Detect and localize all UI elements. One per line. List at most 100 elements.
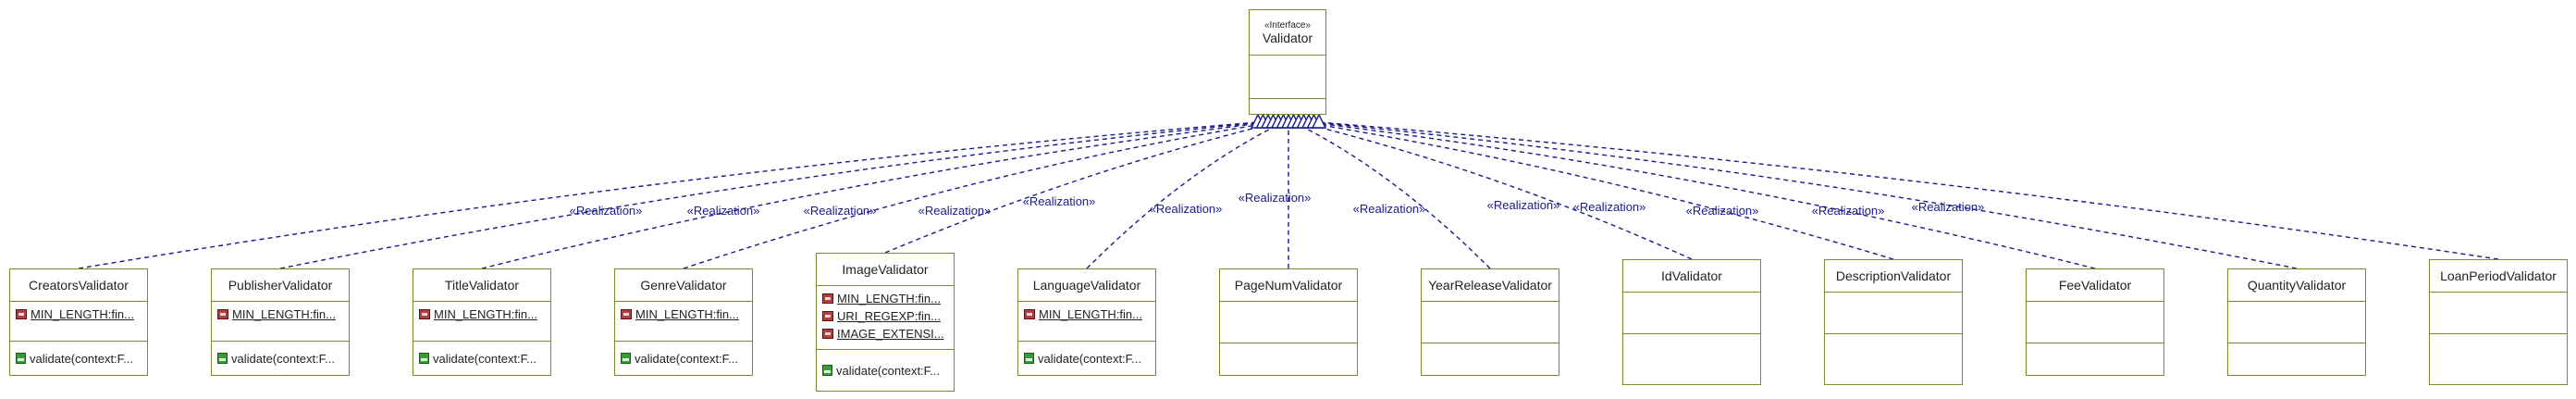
- static-field-icon: [1024, 309, 1035, 319]
- static-field-icon: [822, 329, 833, 339]
- public-method-icon: [16, 353, 26, 364]
- class-operations: [2430, 334, 2567, 384]
- class-box[interactable]: DescriptionValidator: [1824, 259, 1963, 385]
- operation-text: validate(context:F...: [635, 351, 738, 366]
- class-attributes: [2228, 302, 2365, 343]
- static-field-icon: [621, 309, 632, 319]
- class-operations: [1220, 343, 1357, 375]
- class-box[interactable]: LoanPeriodValidator: [2429, 259, 2568, 385]
- class-attributes: [2027, 302, 2163, 343]
- operation-row[interactable]: validate(context:F...: [1024, 350, 1150, 368]
- interface-name: Validator: [1262, 30, 1313, 45]
- class-name: DescriptionValidator: [1835, 268, 1952, 283]
- class-operations: validate(context:F...: [817, 350, 954, 391]
- static-field-icon: [16, 309, 27, 319]
- realization-edge: [1318, 121, 2499, 260]
- static-field-icon: [419, 309, 430, 319]
- attribute-text: MIN_LENGTH:fin...: [31, 307, 134, 321]
- class-operations: [2228, 343, 2365, 375]
- attribute-row[interactable]: MIN_LENGTH:fin...: [419, 305, 545, 323]
- attribute-text: IMAGE_EXTENSI...: [837, 327, 944, 341]
- static-field-icon: [217, 309, 228, 319]
- class-header: TitleValidator: [413, 269, 550, 302]
- class-attributes: MIN_LENGTH:fin...URI_REGEXP:fin... IMAGE_…: [817, 286, 954, 350]
- attribute-row[interactable]: MIN_LENGTH:fin...: [1024, 305, 1150, 323]
- class-attributes: MIN_LENGTH:fin...: [615, 302, 752, 342]
- operation-text: validate(context:F...: [836, 363, 940, 378]
- realization-label: «Realization»: [1023, 194, 1096, 208]
- realization-label: «Realization»: [1353, 202, 1426, 216]
- class-attributes: [2430, 293, 2567, 334]
- realization-label: «Realization»: [1686, 204, 1759, 218]
- class-box[interactable]: QuantityValidator: [2227, 268, 2366, 376]
- public-method-icon: [1024, 353, 1034, 364]
- realization-label: «Realization»: [1812, 204, 1885, 218]
- realization-edge: [279, 121, 1263, 269]
- class-operations: validate(context:F...: [212, 342, 349, 375]
- class-operations: [1825, 334, 1962, 384]
- class-box[interactable]: YearReleaseValidator: [1421, 268, 1559, 376]
- class-box[interactable]: IdValidator: [1622, 259, 1761, 385]
- class-attributes: MIN_LENGTH:fin...: [10, 302, 147, 342]
- class-header: PublisherValidator: [212, 269, 349, 302]
- operation-row[interactable]: validate(context:F...: [822, 362, 948, 380]
- realization-edge: [1086, 121, 1284, 269]
- attribute-row[interactable]: MIN_LENGTH:fin...: [822, 290, 948, 307]
- operation-row[interactable]: validate(context:F...: [16, 350, 142, 368]
- attribute-row[interactable]: MIN_LENGTH:fin...: [16, 305, 142, 323]
- realization-edge: [481, 121, 1269, 269]
- realization-edge: [1303, 121, 1894, 260]
- class-box[interactable]: PageNumValidator: [1219, 268, 1358, 376]
- class-name: LanguageValidator: [1032, 278, 1141, 293]
- attribute-row[interactable]: IMAGE_EXTENSI...: [822, 325, 948, 343]
- realization-edge: [1313, 121, 2298, 269]
- interface-attributes: [1250, 56, 1325, 99]
- operation-row[interactable]: validate(context:F...: [621, 350, 746, 368]
- attribute-row[interactable]: URI_REGEXP:fin...: [822, 307, 948, 325]
- realization-label: «Realization»: [1239, 191, 1312, 205]
- class-name: LoanPeriodValidator: [2440, 268, 2557, 283]
- operation-row[interactable]: validate(context:F...: [419, 350, 545, 368]
- realization-label: «Realization»: [804, 204, 877, 218]
- realization-arrowhead: [1311, 113, 1327, 129]
- realization-label: «Realization»: [570, 204, 643, 218]
- attribute-text: MIN_LENGTH:fin...: [635, 307, 739, 321]
- class-header: CreatorsValidator: [10, 269, 147, 302]
- class-operations: validate(context:F...: [10, 342, 147, 375]
- class-header: DescriptionValidator: [1825, 260, 1962, 293]
- class-name: YearReleaseValidator: [1428, 278, 1552, 293]
- realization-edge: [1308, 121, 2096, 269]
- attribute-text: MIN_LENGTH:fin...: [232, 307, 336, 321]
- class-box[interactable]: FeeValidator: [2026, 268, 2164, 376]
- public-method-icon: [217, 353, 228, 364]
- realization-edge: [683, 121, 1274, 269]
- class-header: LanguageValidator: [1018, 269, 1155, 302]
- class-attributes: [1623, 293, 1760, 334]
- class-attributes: MIN_LENGTH:fin...: [1018, 302, 1155, 342]
- class-header: PageNumValidator: [1220, 269, 1357, 302]
- operation-text: validate(context:F...: [231, 351, 335, 366]
- operation-row[interactable]: validate(context:F...: [217, 350, 343, 368]
- realization-edge: [884, 121, 1279, 254]
- interface-header: «Interface» Validator: [1250, 10, 1325, 56]
- class-operations: validate(context:F...: [615, 342, 752, 375]
- attribute-row[interactable]: MIN_LENGTH:fin...: [621, 305, 746, 323]
- validator-interface-box[interactable]: «Interface» Validator: [1249, 9, 1326, 115]
- operation-text: validate(context:F...: [30, 351, 133, 366]
- interface-stereotype: «Interface»: [1263, 19, 1312, 31]
- attribute-row[interactable]: MIN_LENGTH:fin...: [217, 305, 343, 323]
- realization-label: «Realization»: [1912, 200, 1985, 214]
- class-header: GenreValidator: [615, 269, 752, 302]
- operation-text: validate(context:F...: [433, 351, 536, 366]
- class-name: IdValidator: [1661, 268, 1722, 283]
- realization-label: «Realization»: [1487, 198, 1560, 212]
- class-attributes: [1422, 302, 1559, 343]
- public-method-icon: [621, 353, 631, 364]
